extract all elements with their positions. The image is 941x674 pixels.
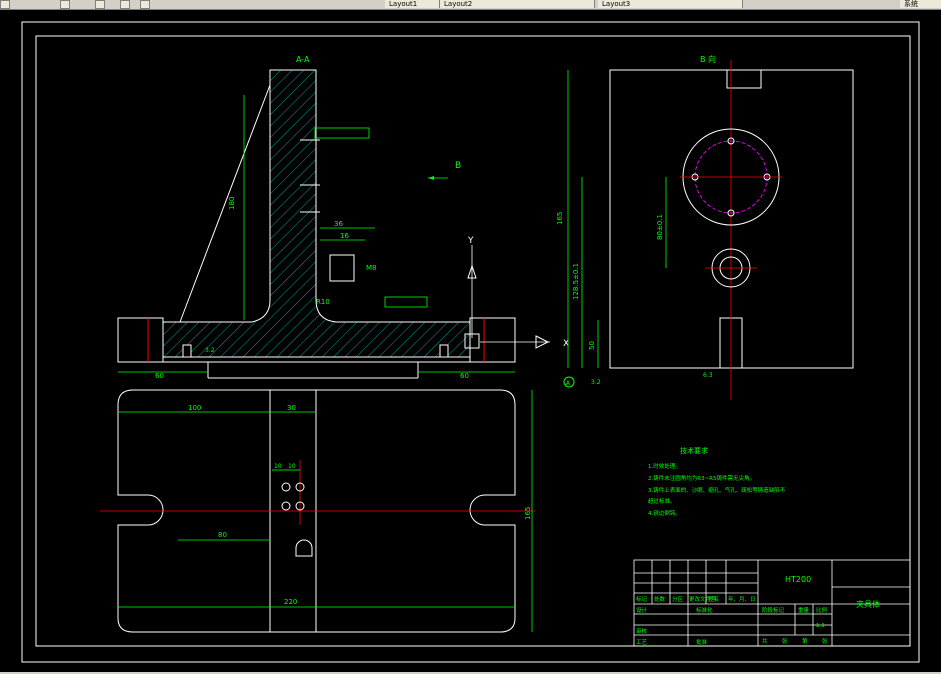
dim-plan-left: 100 <box>188 404 201 412</box>
tech-item-2: 2.铸件未注圆角均为R3~R5铸件需无尖角。 <box>648 474 755 482</box>
arrow-b-label: B <box>455 161 461 171</box>
dim-plan-len: 80 <box>218 531 227 539</box>
layout-toolbar: Layout1 Layout2 Layout3 系统 <box>0 0 941 10</box>
plan-view: 100 30 220 10 10 80 165 <box>100 389 535 633</box>
status-strip <box>0 672 941 674</box>
lock-icon[interactable] <box>120 0 130 9</box>
color-icon[interactable] <box>140 0 150 9</box>
dim-base-left: 60 <box>155 372 164 380</box>
tab-layout2[interactable]: Layout2 <box>440 0 595 8</box>
outer-frame <box>21 21 920 663</box>
tech-title: 技术要求 <box>680 446 708 455</box>
section-view-aa: A-A 180 60 60 16 36 R10 M8 3.2 <box>117 55 569 380</box>
datum-a-label: A <box>566 380 571 387</box>
plan-outline <box>117 389 516 633</box>
tech-requirements: 技术要求 1.时效处理。 2.铸件未注圆角均为R3~R5铸件需无尖角。 3.铸件… <box>648 446 786 517</box>
tech-item-5: 4.锐边倒钝。 <box>648 509 681 517</box>
dim-base-right: 60 <box>460 372 469 380</box>
tb-label-date: 年、月、日 <box>728 595 756 603</box>
dim-h-total: 165 <box>556 212 564 225</box>
title-block-text: HT200 夹具体 1:1 标记 处数 分区 更改文件号 签名 年、月、日 设计… <box>636 575 880 646</box>
dim-h-low: 50 <box>588 341 596 350</box>
tb-label-weight: 重量 <box>798 606 810 614</box>
nav-button[interactable] <box>0 0 10 9</box>
dim-d2: 36 <box>334 220 343 228</box>
tb-label-process: 工艺 <box>636 639 648 646</box>
roughness-section: 3.2 <box>205 347 215 354</box>
tb-label-sheets1: 张 <box>782 637 788 645</box>
view-b-label: B 向 <box>700 54 716 64</box>
tb-label-review: 审核 <box>636 627 648 635</box>
tab-layout1[interactable]: Layout1 <box>385 0 440 8</box>
tech-item-4: 超过标准。 <box>648 497 676 505</box>
tb-label-no: 第 <box>802 637 808 645</box>
sun-icon[interactable] <box>95 0 105 9</box>
section-hatch-region <box>162 69 471 358</box>
tech-item-3: 3.铸件上表面的、沙眼、缩孔、气孔、疏松等铸造缺陷不 <box>648 486 786 494</box>
rib-edge <box>179 84 271 323</box>
roughness-b2: 6.3 <box>703 372 713 379</box>
dim-d1: 16 <box>340 232 349 240</box>
view-b-outline <box>609 69 854 369</box>
tb-label-stage: 阶段标记 <box>762 606 785 614</box>
dim-slot: M8 <box>366 264 377 272</box>
layer-icon[interactable] <box>60 0 70 9</box>
axis-y-label: Y <box>467 236 474 246</box>
base-left-block <box>117 317 164 363</box>
inner-frame <box>35 35 911 647</box>
dim-plan-w2: 10 <box>288 463 296 470</box>
tb-label-sign: 签名 <box>708 595 719 603</box>
tab-layout3[interactable]: Layout3 <box>598 0 743 8</box>
tb-drawing-name: 夹具体 <box>856 599 880 609</box>
tb-label-design: 设计 <box>636 606 648 614</box>
section-label: A-A <box>296 55 310 64</box>
tb-label-count: 处数 <box>654 595 666 603</box>
cad-drawing-canvas[interactable]: A-A 180 60 60 16 36 R10 M8 3.2 <box>0 10 941 672</box>
tb-label-standard: 标准化 <box>696 606 713 614</box>
dim-plan-mid: 30 <box>287 404 296 412</box>
dim-height: 180 <box>228 197 236 210</box>
base-right-block <box>469 317 516 363</box>
title-block <box>633 559 911 647</box>
tb-label-total: 共 <box>762 637 768 645</box>
axis-x-label: X <box>563 339 569 349</box>
dim-h-mid: 128.5±0.1 <box>572 263 580 300</box>
view-b: B 向 165 128.5±0.1 50 80±0.1 3.2 6.3 A <box>556 54 854 400</box>
tb-scale: 1:1 <box>816 623 825 629</box>
tb-label-change: 更改文件号 <box>689 595 717 603</box>
dim-plan-width: 220 <box>284 598 297 606</box>
tb-label-mark: 标记 <box>636 595 648 603</box>
tb-label-ratio: 比例 <box>816 606 828 614</box>
tech-item-1: 1.时效处理。 <box>648 462 681 470</box>
dim-plan-w1: 10 <box>274 463 282 470</box>
dim-pin: 80±0.1 <box>656 214 664 240</box>
tb-label-approve: 批准 <box>696 638 708 646</box>
tb-label-sheets2: 张 <box>822 637 828 645</box>
dim-radius: R10 <box>316 298 330 306</box>
dim-plan-height: 165 <box>524 507 532 520</box>
system-menu[interactable]: 系统 <box>900 0 941 8</box>
tb-material: HT200 <box>785 575 811 584</box>
roughness-b1: 3.2 <box>591 379 601 386</box>
tb-label-zone: 分区 <box>672 595 684 603</box>
